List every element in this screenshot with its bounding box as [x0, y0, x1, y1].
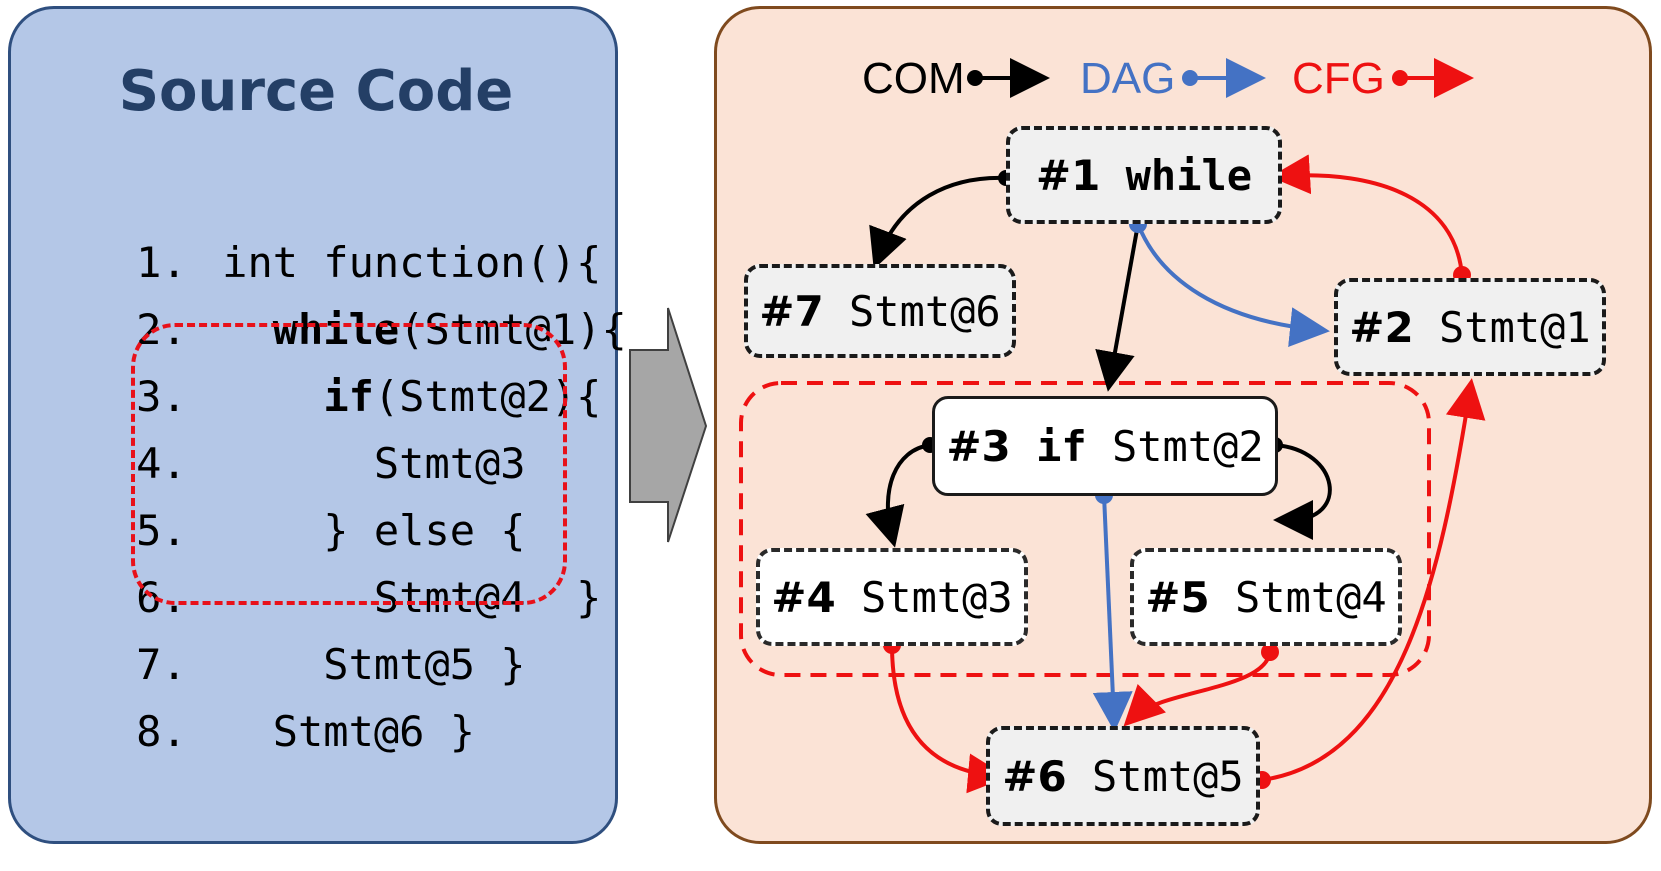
edge-cfg-2-1	[1270, 154, 1464, 276]
node-id: #5	[1145, 572, 1210, 622]
code-line-1: 1. int function(){	[35, 173, 601, 287]
node-4-stmt3: #4 Stmt@3	[756, 548, 1028, 646]
code-text: int function(){	[222, 238, 602, 287]
code-keyword-while: while	[272, 305, 400, 354]
node-text: Stmt@2	[1111, 421, 1264, 471]
node-3-if: #3 if Stmt@2	[932, 396, 1278, 496]
if-block-highlight	[131, 323, 567, 605]
code-text: Stmt@6 }	[222, 707, 476, 756]
source-code-panel: Source Code 1. int function(){ 2. while(S…	[8, 6, 627, 844]
code-line-6: 6. Stmt@4 }	[35, 508, 601, 622]
edge-com-3-5	[1273, 443, 1332, 540]
code-text: Stmt@3	[222, 439, 526, 488]
node-keyword: if	[1036, 421, 1087, 471]
code-line-8: 8. Stmt@6 }	[35, 642, 475, 756]
code-line-4: 4. Stmt@3	[35, 374, 525, 488]
code-line-7: 7. Stmt@5 }	[35, 575, 525, 689]
node-text: Stmt@5	[1092, 751, 1244, 801]
source-code-title: Source Code	[118, 59, 514, 124]
line-number: 4.	[136, 439, 187, 488]
line-number: 5.	[136, 506, 187, 555]
line-number: 8.	[136, 707, 187, 756]
node-id: #7	[759, 286, 824, 336]
edge-cfg-6-2	[1261, 378, 1486, 782]
node-text: Stmt@1	[1439, 302, 1591, 352]
legend-com-label: COM	[862, 54, 965, 103]
if-region-highlight	[739, 381, 1431, 677]
node-1-while: #1 while	[1006, 126, 1282, 224]
code-text: Stmt@5 }	[222, 640, 526, 689]
line-number: 7.	[136, 640, 187, 689]
node-7-stmt6: #7 Stmt@6	[744, 264, 1016, 358]
legend-dag-label: DAG	[1080, 54, 1176, 103]
node-text: Stmt@4	[1235, 572, 1387, 622]
node-5-stmt4: #5 Stmt@4	[1130, 548, 1402, 646]
code-text: (Stmt@1){	[399, 305, 627, 354]
edge-com-1-3	[1095, 223, 1140, 392]
line-number: 1.	[136, 238, 187, 287]
node-text: Stmt@6	[849, 286, 1001, 336]
node-id: #4	[771, 572, 836, 622]
legend-cfg-arrow-icon	[1392, 58, 1474, 98]
edge-dag-3-6	[1092, 494, 1133, 732]
edge-cfg-5-6	[1123, 651, 1272, 727]
legend-cfg-label: CFG	[1292, 54, 1385, 103]
node-keyword: while	[1125, 150, 1253, 200]
line-number: 3.	[136, 372, 187, 421]
edge-com-1-7	[869, 175, 1007, 270]
legend-com-arrow-icon	[967, 58, 1050, 98]
node-id: #6	[1002, 751, 1067, 801]
edge-com-3-4	[865, 443, 931, 548]
code-line-5: 5. } else {	[35, 441, 525, 555]
node-2-stmt1: #2 Stmt@1	[1334, 278, 1606, 376]
code-keyword-if: if	[323, 372, 374, 421]
legend-dag-arrow-icon	[1182, 58, 1266, 98]
node-id: #2	[1349, 302, 1414, 352]
code-text: } else {	[222, 506, 526, 555]
code-text: Stmt@4 }	[222, 573, 602, 622]
transition-arrow-icon	[629, 307, 708, 543]
edge-dag-1-2	[1136, 223, 1330, 348]
edge-cfg-4-6	[890, 644, 1008, 794]
node-id: #1	[1035, 150, 1101, 200]
node-id: #3	[946, 421, 1011, 471]
node-6-stmt5: #6 Stmt@5	[986, 726, 1260, 826]
code-line-2: 2. while(Stmt@1){	[35, 240, 627, 354]
node-text: Stmt@3	[861, 572, 1013, 622]
